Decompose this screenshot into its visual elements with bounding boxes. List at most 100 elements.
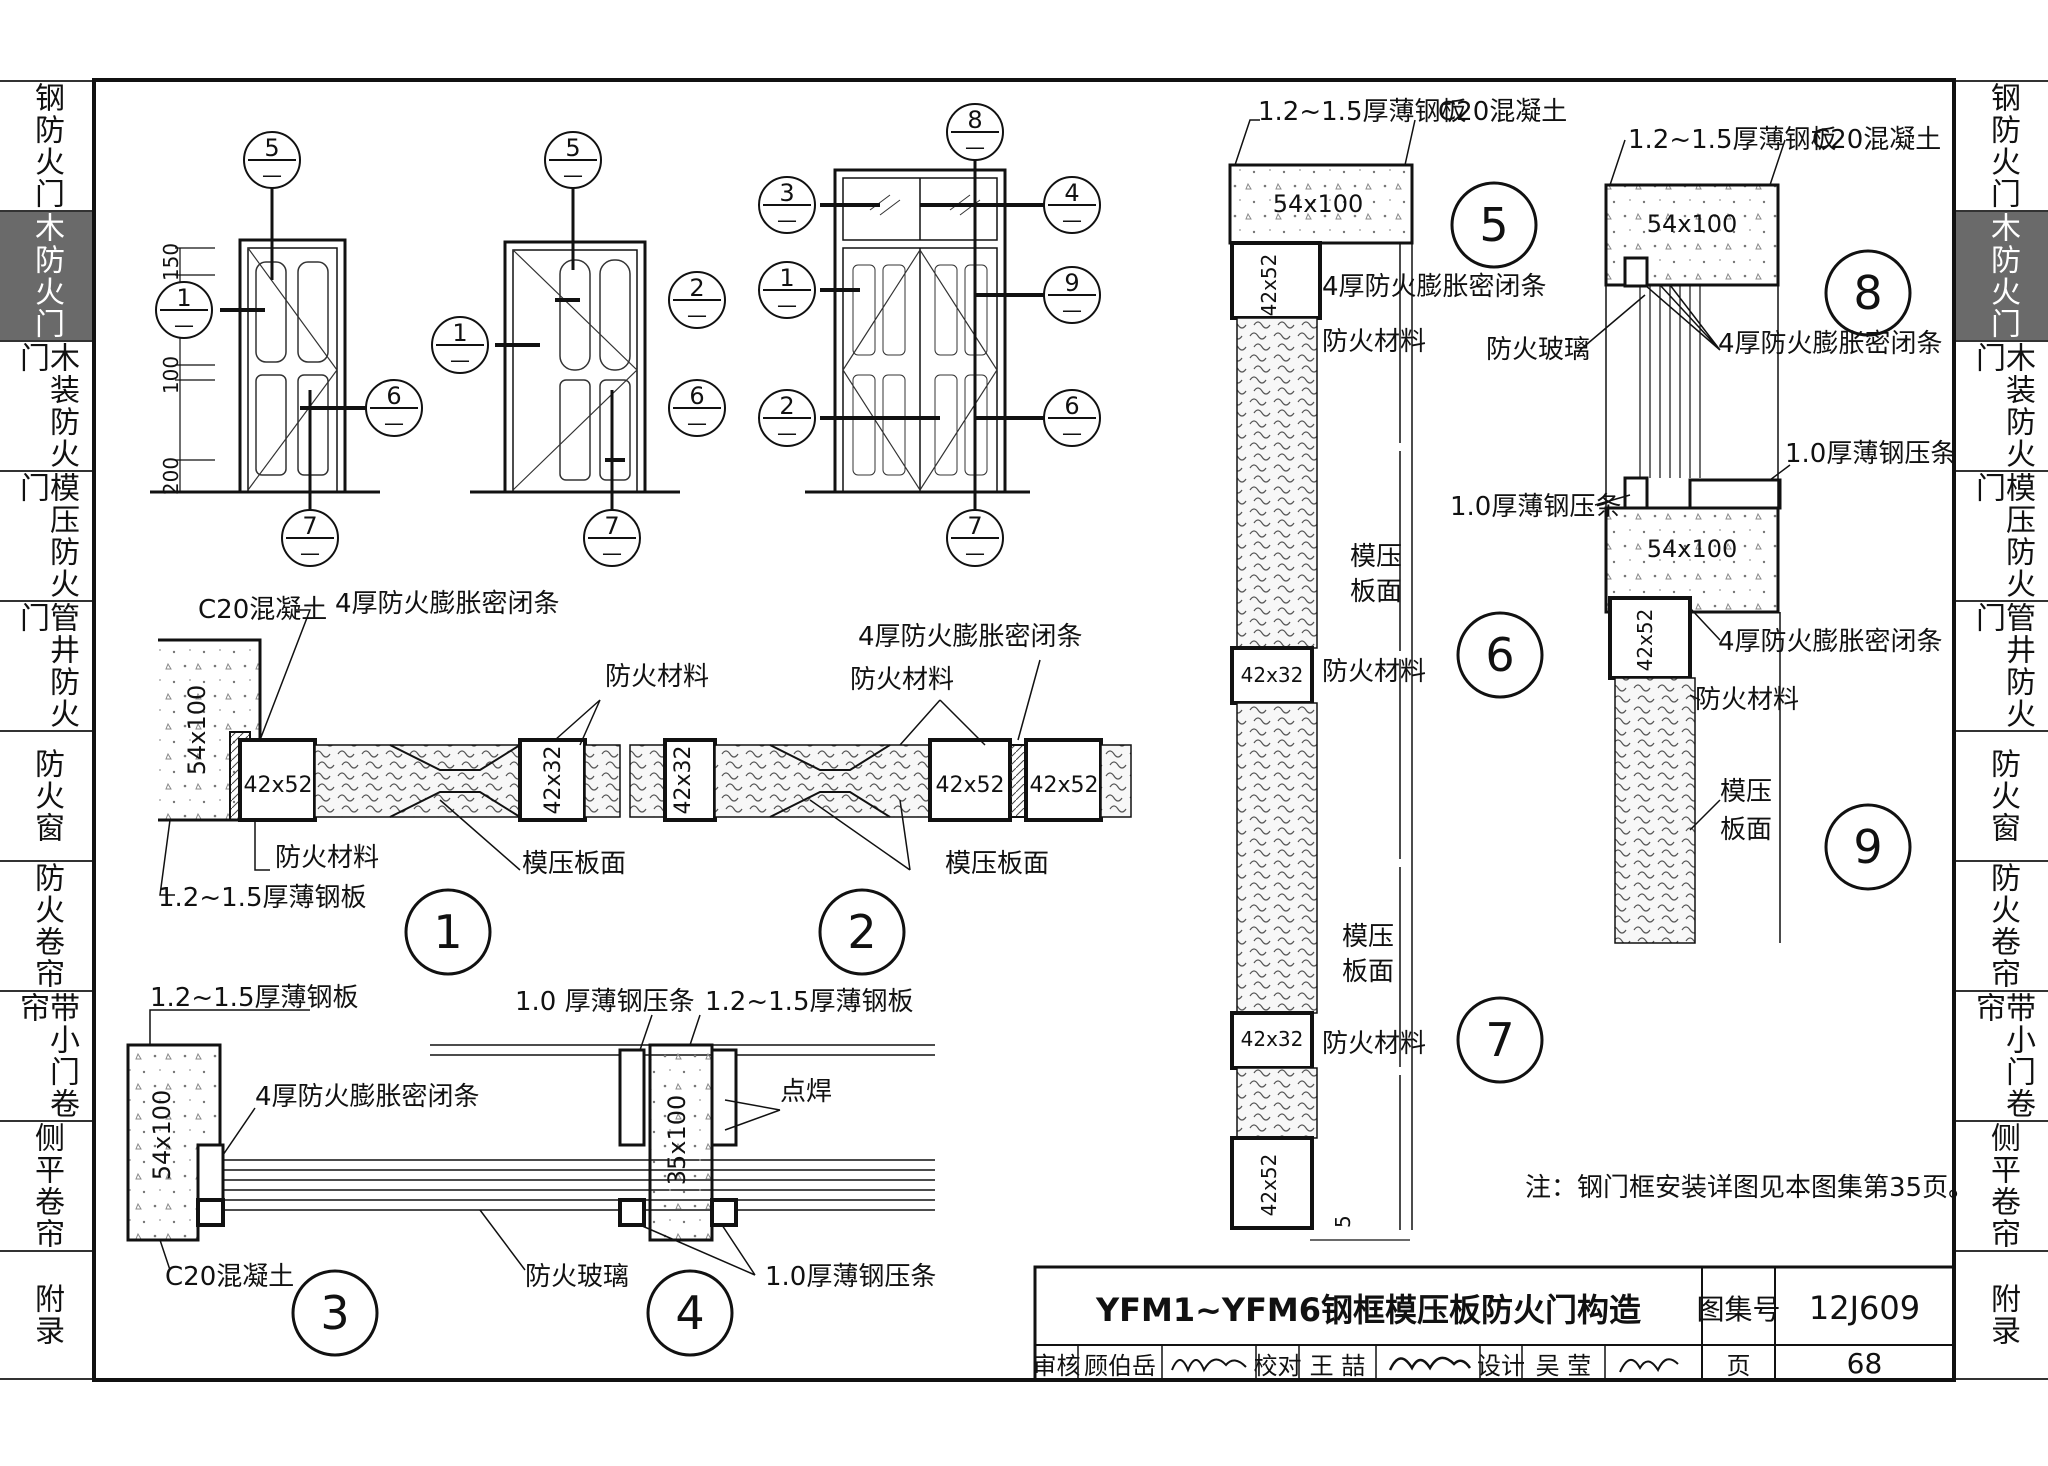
section-5-6-7-detail: 54x100 42x52 42x32 42x32 42x52 5 1.2~1.5… — [1228, 97, 1567, 1241]
dim-label: 100 — [159, 356, 183, 394]
detail-number: 2 — [847, 905, 876, 959]
side-tab-wood-door[interactable]: 木防火门 — [1956, 210, 2048, 340]
drawing-title: YFM1~YFM6钢框模压板防火门构造 — [1095, 1290, 1642, 1329]
callout-text: 1.0厚薄钢压条 — [1450, 492, 1621, 522]
marker-label: 5 — [565, 134, 580, 162]
callout-text: 防火材料 — [1695, 685, 1799, 715]
side-tab-wicket-shutter[interactable]: 带小门卷帘 — [0, 990, 92, 1120]
member-size: 54x100 — [183, 685, 211, 776]
callout-text: C20混凝土 — [1438, 97, 1567, 127]
side-tab-label: 带小门卷帘 — [14, 992, 79, 1120]
side-tab-steel-door[interactable]: 钢防火门 — [0, 80, 92, 210]
marker-label: 7 — [967, 512, 982, 540]
side-tab-label: 侧平卷帘 — [29, 1122, 64, 1250]
marker-dash: — — [1062, 208, 1082, 232]
dim-label: 5 — [1331, 1215, 1355, 1228]
callout-text: 1.0厚薄钢压条 — [765, 1262, 936, 1292]
detail-number: 1 — [433, 905, 462, 959]
marker-label: 1 — [779, 264, 794, 292]
detail-number-labels: 1 2 3 4 5 6 7 8 9 — [320, 198, 1882, 1340]
dim-label: 150 — [159, 243, 183, 281]
side-tab-wood-clad-door[interactable]: 木装防火门 — [1956, 340, 2048, 470]
callout-text: 模压板面 — [945, 849, 1049, 879]
marker-label: 6 — [386, 382, 401, 410]
side-tab-label: 管井防火门 — [14, 602, 79, 730]
signature-checker — [1388, 1356, 1472, 1371]
member-size: 42x52 — [243, 773, 312, 798]
marker-dash: — — [262, 163, 282, 187]
member-size: 42x32 — [1241, 663, 1304, 687]
side-tab-label: 附录 — [29, 1283, 64, 1347]
callout-text: 模压 — [1350, 542, 1402, 572]
side-tab-molded-door[interactable]: 模压防火门 — [1956, 470, 2048, 600]
side-tab-wicket-shutter[interactable]: 带小门卷帘 — [1956, 990, 2048, 1120]
callout-text: 4厚防火膨胀密闭条 — [1718, 627, 1943, 657]
callout-text: 防火玻璃 — [525, 1262, 629, 1292]
marker-label: 4 — [1064, 179, 1079, 207]
side-tab-wood-clad-door[interactable]: 木装防火门 — [0, 340, 92, 470]
callout-text: 防火材料 — [1322, 1029, 1426, 1059]
dim-label: 200 — [159, 457, 183, 495]
elevation-door-two — [470, 185, 680, 520]
marker-label: 6 — [689, 382, 704, 410]
checker-name: 王 喆 — [1309, 1352, 1366, 1380]
marker-label: 7 — [604, 512, 619, 540]
detail-number: 7 — [1485, 1013, 1514, 1067]
side-tab-shaft-door[interactable]: 管井防火门 — [0, 600, 92, 730]
callout-text: 防火材料 — [850, 665, 954, 695]
callout-text: 板面 — [1720, 815, 1772, 845]
side-tab-label: 管井防火门 — [1970, 602, 2035, 730]
side-tab-fire-window[interactable]: 防火窗 — [1956, 730, 2048, 860]
marker-dash: — — [777, 293, 797, 317]
callout-text: 1.2~1.5厚薄钢板 — [1258, 97, 1466, 127]
side-tab-wood-door[interactable]: 木防火门 — [0, 210, 92, 340]
section-markers — [155, 103, 1101, 567]
callout-text: 防火材料 — [605, 662, 709, 692]
callout-text: 防火玻璃 — [1486, 335, 1590, 365]
section-1-detail: 54x100 42x52 42x32 C20混凝土 4厚防火膨胀密闭条 防火材料… — [158, 589, 709, 913]
atlas-label: 图集号 — [1696, 1292, 1781, 1326]
side-tab-label: 木防火门 — [1985, 212, 2020, 340]
member-size: 42x32 — [671, 745, 696, 814]
marker-dash: — — [777, 208, 797, 232]
design-label: 设计 — [1477, 1352, 1525, 1380]
callout-text: 4厚防火膨胀密闭条 — [255, 1082, 480, 1112]
member-size: 54x100 — [1273, 190, 1364, 218]
marker-label: 2 — [689, 274, 704, 302]
side-tab-appendix[interactable]: 附录 — [1956, 1250, 2048, 1380]
page-label: 页 — [1726, 1352, 1751, 1380]
marker-dash: — — [1062, 298, 1082, 322]
detail-number: 4 — [675, 1286, 704, 1340]
section-marker-labels: 5 1 6 7 5 1 2 6 7 8 3 4 1 9 2 6 7 — [176, 106, 1079, 540]
marker-dash: — — [450, 348, 470, 372]
designer-name: 吴 莹 — [1535, 1352, 1592, 1380]
side-tab-label: 钢防火门 — [1985, 82, 2020, 210]
side-tab-appendix[interactable]: 附录 — [0, 1250, 92, 1380]
side-tab-fire-shutter[interactable]: 防火卷帘 — [1956, 860, 2048, 990]
callout-text: 1.2~1.5厚薄钢板 — [150, 983, 358, 1013]
side-tab-shaft-door[interactable]: 管井防火门 — [1956, 600, 2048, 730]
marker-label: 1 — [452, 319, 467, 347]
marker-dash: — — [965, 541, 985, 565]
side-tab-side-shutter[interactable]: 侧平卷帘 — [0, 1120, 92, 1250]
member-size: 42x52 — [1633, 609, 1657, 672]
side-tab-label: 钢防火门 — [29, 82, 64, 210]
marker-dash: — — [384, 411, 404, 435]
side-tab-molded-door[interactable]: 模压防火门 — [0, 470, 92, 600]
signature-reviewer — [1171, 1358, 1247, 1373]
marker-dash: — — [300, 541, 320, 565]
marker-label: 8 — [967, 106, 982, 134]
member-size: 42x52 — [1257, 254, 1281, 317]
detail-number: 8 — [1853, 266, 1882, 320]
member-size: 54x100 — [1647, 210, 1738, 238]
marker-dash: — — [563, 163, 583, 187]
member-size: 42x32 — [1241, 1027, 1304, 1051]
section-marker-dashes: — — — — — — — — — — — — — — — — — — [174, 135, 1082, 565]
marker-dash: — — [1062, 421, 1082, 445]
side-tab-side-shutter[interactable]: 侧平卷帘 — [1956, 1120, 2048, 1250]
side-tab-steel-door[interactable]: 钢防火门 — [1956, 80, 2048, 210]
side-tab-fire-shutter[interactable]: 防火卷帘 — [0, 860, 92, 990]
side-tab-label: 木装防火门 — [1970, 342, 2035, 470]
marker-label: 1 — [176, 284, 191, 312]
side-tab-fire-window[interactable]: 防火窗 — [0, 730, 92, 860]
